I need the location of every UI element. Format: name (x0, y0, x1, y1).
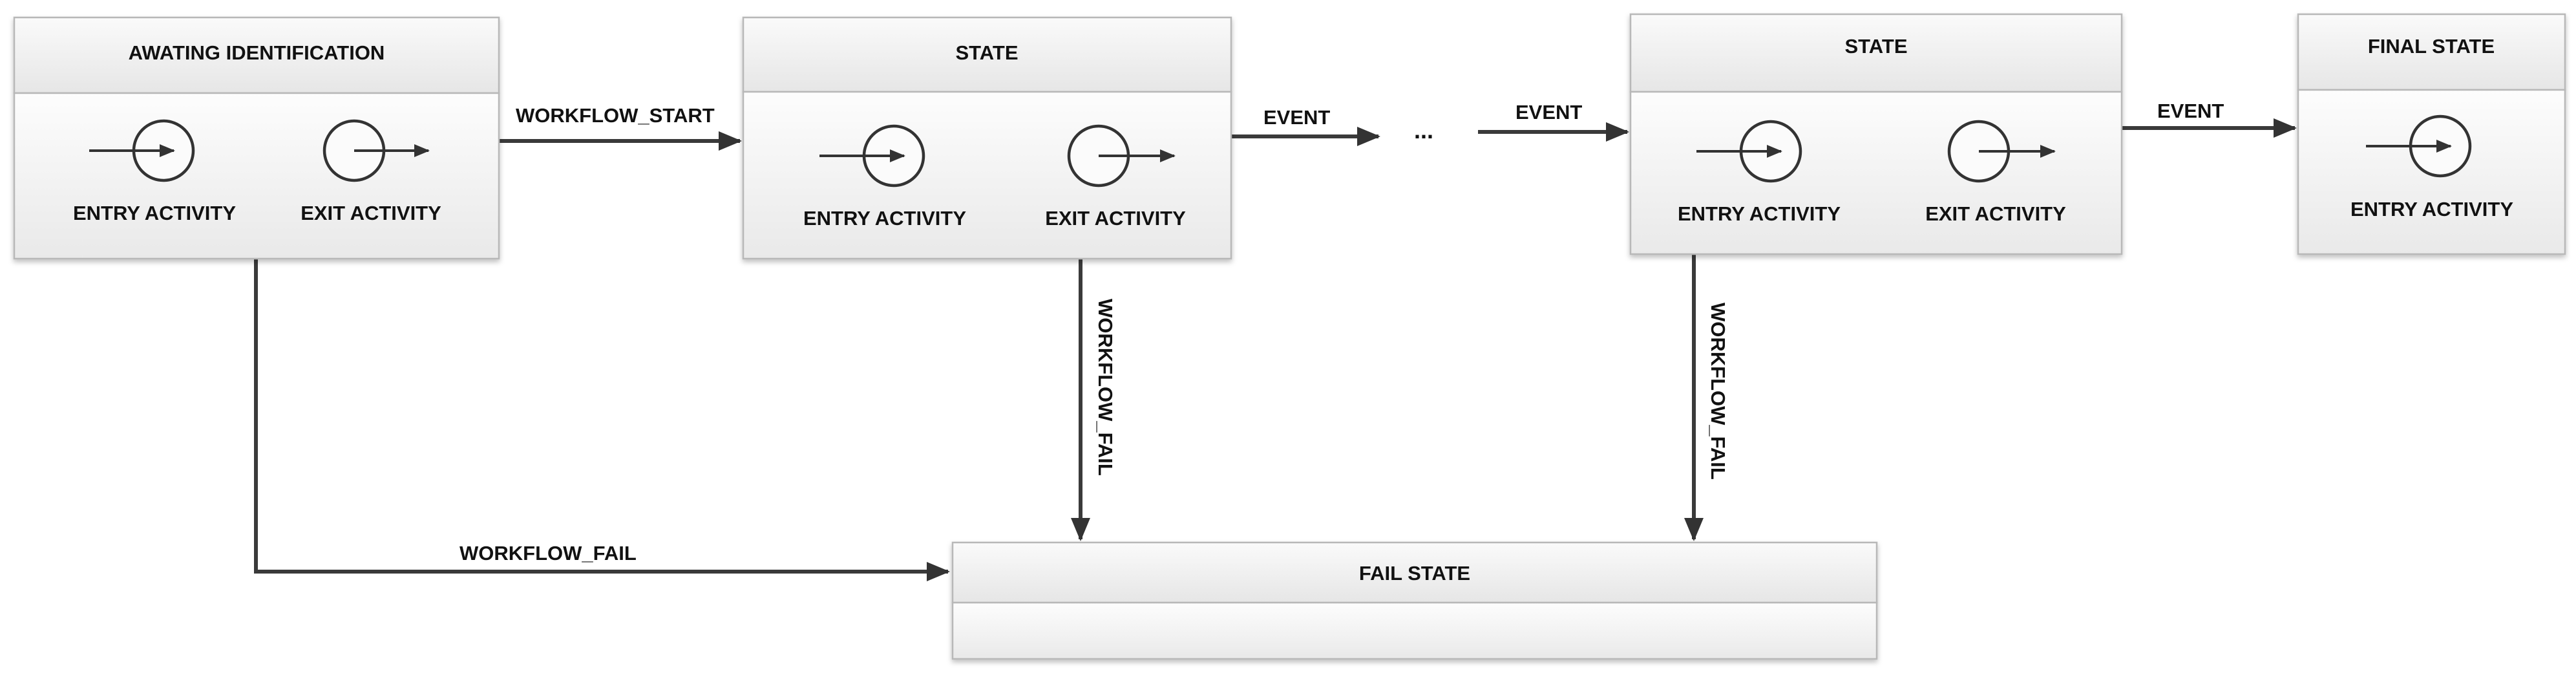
event-1-label: EVENT (1263, 106, 1330, 129)
event-2-label: EVENT (1515, 101, 1582, 124)
box-title-final: FINAL STATE (2368, 35, 2495, 58)
box-title-state-2: STATE (1844, 35, 1907, 58)
workflow-fail-label-horizontal: WORKFLOW_FAIL (459, 542, 637, 564)
entry-activity-label: ENTRY ACTIVITY (1678, 202, 1841, 225)
box-title-state-1: STATE (955, 41, 1018, 64)
state-box-fail (951, 541, 1878, 660)
workflow-fail-arrow-awaiting (254, 259, 950, 581)
entry-activity-icon (1696, 120, 1802, 183)
entry-activity-label: ENTRY ACTIVITY (73, 202, 236, 224)
entry-activity-label: ENTRY ACTIVITY (803, 207, 966, 230)
event-3-label: EVENT (2157, 100, 2224, 122)
state-box-awaiting-identification (13, 16, 500, 260)
exit-activity-icon (1947, 120, 2056, 183)
ellipsis-label: ... (1414, 117, 1433, 144)
transition-lines (254, 118, 2297, 581)
state-box-final (2297, 13, 2566, 255)
exit-activity-icon (322, 119, 430, 182)
entry-activity-label: ENTRY ACTIVITY (2350, 198, 2513, 220)
workflow-start-label: WORKFLOW_START (516, 104, 715, 127)
box-title-awaiting: AWATING IDENTIFICATION (129, 41, 385, 64)
exit-activity-label: EXIT ACTIVITY (301, 202, 441, 224)
entry-activity-icon (2366, 114, 2472, 178)
exit-activity-label: EXIT ACTIVITY (1045, 207, 1186, 230)
workflow-fail-label-state1: WORKFLOW_FAIL (1094, 299, 1117, 476)
entry-activity-icon (819, 124, 925, 188)
box-title-fail: FAIL STATE (1359, 562, 1470, 585)
state-box-state-2 (1629, 13, 2123, 255)
entry-activity-icon (89, 119, 195, 182)
exit-activity-label: EXIT ACTIVITY (1925, 202, 2066, 225)
state-box-state-1 (742, 16, 1232, 260)
workflow-fail-label-state2: WORKFLOW_FAIL (1707, 303, 1729, 480)
exit-activity-icon (1067, 124, 1176, 188)
